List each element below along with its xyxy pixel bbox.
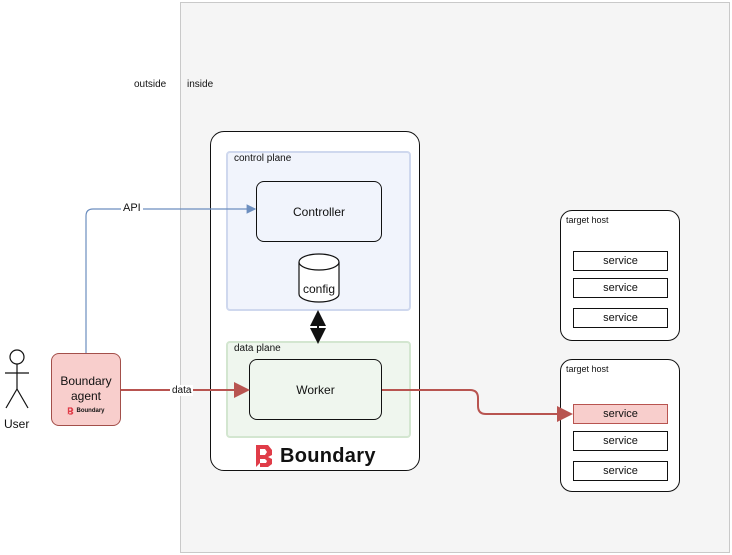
boundary-brand-name: Boundary xyxy=(280,444,376,467)
control-plane-label: control plane xyxy=(234,153,292,164)
target-host-1-service-3[interactable]: service xyxy=(573,308,668,328)
target-host-1-label: target host xyxy=(566,215,609,225)
data-edge-label: data xyxy=(170,385,194,396)
target-host-1-service-1[interactable]: service xyxy=(573,251,668,271)
agent-label: Boundary agent xyxy=(60,374,112,403)
target-host-2: target host service service service xyxy=(560,359,680,492)
boundary-agent[interactable]: Boundary agent Boundary xyxy=(51,353,121,426)
controller-node[interactable]: Controller xyxy=(256,181,382,242)
agent-boundary-icon xyxy=(68,407,74,415)
api-edge xyxy=(85,204,257,353)
agent-logo: Boundary xyxy=(52,407,120,415)
worker-node[interactable]: Worker xyxy=(249,359,382,420)
target-host-1-service-2[interactable]: service xyxy=(573,278,668,298)
target-host-2-service-3[interactable]: service xyxy=(573,461,668,481)
boundary-logo-icon xyxy=(256,445,272,467)
user-icon xyxy=(5,349,29,409)
config-database-icon[interactable] xyxy=(297,252,341,304)
target-host-1: target host service service service xyxy=(560,210,680,341)
target-host-2-service-2[interactable]: service xyxy=(573,431,668,451)
data-edge-worker-service xyxy=(382,389,573,422)
target-host-2-service-1[interactable]: service xyxy=(573,404,668,424)
inside-label: inside xyxy=(187,79,214,90)
outside-label: outside xyxy=(134,79,167,90)
agent-brand-name: Boundary xyxy=(76,408,105,414)
config-label: config xyxy=(302,282,336,296)
data-plane-label: data plane xyxy=(234,343,281,354)
api-edge-label: API xyxy=(121,202,143,214)
user-label: User xyxy=(4,417,30,431)
boundary-logo: Boundary xyxy=(254,444,376,468)
target-host-2-label: target host xyxy=(566,364,609,374)
